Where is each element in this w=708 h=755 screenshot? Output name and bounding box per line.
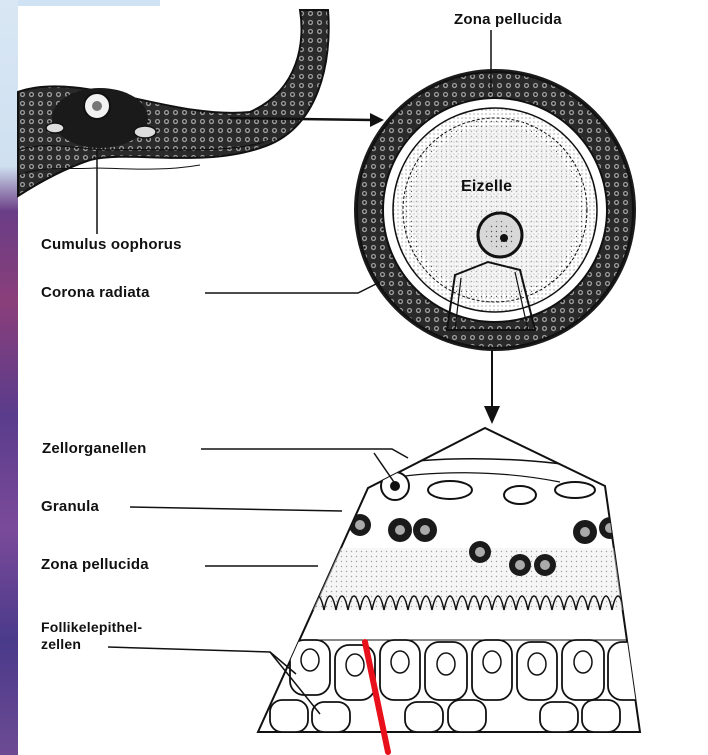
label-granula: Granula	[41, 498, 99, 515]
magnified-section	[250, 428, 650, 732]
label-zona-pellucida-top: Zona pellucida	[454, 11, 562, 28]
label-zona-pellucida-bottom: Zona pellucida	[41, 556, 149, 573]
label-cumulus-oophorus: Cumulus oophorus	[41, 236, 182, 253]
arrow-to-section	[484, 350, 500, 424]
leader-corona-radiata	[205, 282, 380, 293]
label-corona-radiata: Corona radiata	[41, 284, 150, 301]
label-eizelle: Eizelle	[461, 178, 512, 195]
label-follikelepithelzellen: Follikelepithel- zellen	[41, 619, 151, 653]
leader-granula	[130, 507, 342, 511]
label-follikelepithel-line2: zellen	[41, 636, 81, 652]
label-follikelepithel-line1: Follikelepithel-	[41, 619, 142, 635]
oocyte-with-corona	[354, 69, 636, 351]
label-zellorganellen: Zellorganellen	[42, 440, 147, 457]
